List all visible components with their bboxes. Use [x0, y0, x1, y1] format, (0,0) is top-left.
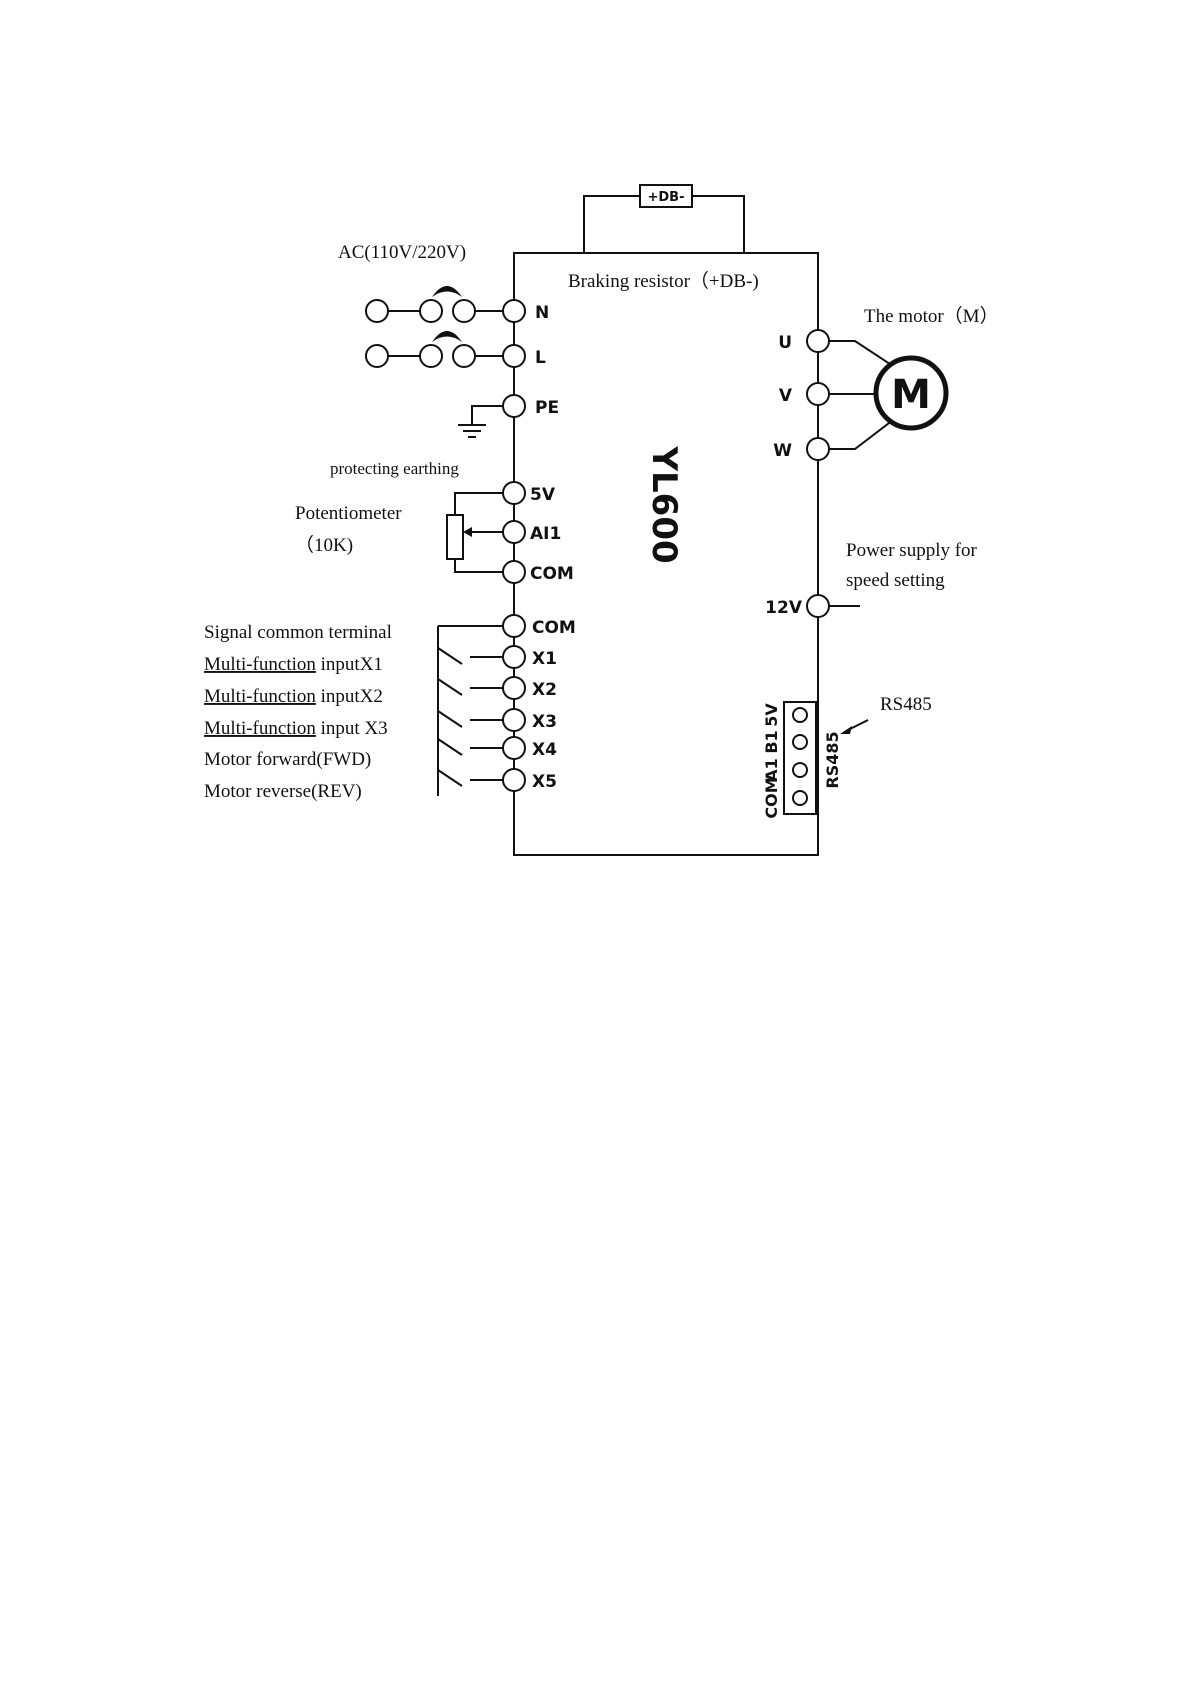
terminal-x3: X3 [502, 708, 557, 732]
signal-common-label: Signal common terminal [204, 622, 392, 643]
rs485-label: RS485 [880, 694, 932, 715]
svg-text:L: L [535, 348, 546, 368]
terminal-12v: 12V [765, 594, 860, 618]
svg-text:X5: X5 [532, 772, 557, 792]
braking-resistor-label: Braking resistor（+DB-) [568, 270, 759, 292]
rs485-pin-b1: B1 [762, 730, 781, 753]
braking-resistor: +DB- [583, 184, 745, 253]
ac-switch-n [365, 286, 503, 323]
db-box-label: +DB- [648, 190, 685, 205]
ac-supply-label: AC(110V/220V) [338, 242, 466, 263]
rs485-connector [783, 701, 817, 815]
motor-reverse-label: Motor reverse(REV) [204, 781, 362, 802]
switch-x4 [437, 738, 503, 756]
svg-text:V: V [779, 386, 793, 406]
power-supply-label-line1: Power supply for [846, 540, 978, 561]
svg-text:X3: X3 [532, 712, 557, 732]
terminal-x4: X4 [502, 736, 557, 760]
terminal-5v: 5V [502, 481, 556, 505]
switch-x1 [437, 647, 503, 665]
switch-x3 [437, 710, 503, 728]
rs485-block-label: RS485 [823, 731, 842, 788]
terminal-v: V [779, 382, 830, 406]
rs485-arrow [840, 719, 869, 734]
terminal-x2: X2 [502, 676, 557, 700]
terminal-com-signal: COM [502, 614, 576, 638]
input-x3-label: Multi-function input X3 [204, 718, 388, 739]
motor-forward-label: Motor forward(FWD) [204, 749, 371, 770]
switch-x5 [437, 769, 503, 787]
motor-label: The motor（M） [864, 305, 999, 327]
terminal-com-analog: COM [502, 560, 574, 584]
svg-text:U: U [778, 333, 792, 353]
rs485-pin-a1: A1 [762, 758, 781, 782]
terminal-u: U [778, 329, 830, 353]
terminal-n: N [502, 299, 549, 323]
svg-text:5V: 5V [530, 485, 556, 505]
protecting-earthing-label: protecting earthing [330, 459, 459, 478]
terminal-w: W [773, 437, 830, 461]
input-x2-label: Multi-function inputX2 [204, 686, 383, 707]
svg-text:X4: X4 [532, 740, 557, 760]
rs485-pin-com: COM [762, 777, 781, 818]
svg-text:M: M [891, 372, 931, 418]
input-x1-label: Multi-function inputX1 [204, 654, 383, 675]
power-supply-label-line2: speed setting [846, 570, 945, 591]
rs485-pin-5v: 5V [762, 703, 781, 727]
switch-x2 [437, 678, 503, 696]
motor-symbol: M [873, 355, 949, 431]
svg-text:COM: COM [530, 564, 574, 584]
svg-text:COM: COM [532, 618, 576, 638]
terminal-x5: X5 [502, 768, 557, 792]
model-label: YL600 [644, 445, 684, 563]
motor-wiring [829, 340, 894, 450]
potentiometer [446, 492, 503, 573]
potentiometer-value-label: （10K) [295, 534, 353, 556]
svg-text:PE: PE [535, 398, 559, 418]
svg-text:W: W [773, 441, 792, 461]
svg-text:X2: X2 [532, 680, 557, 700]
terminal-x1: X1 [502, 645, 557, 669]
terminal-pe: PE [458, 394, 559, 438]
terminal-l: L [502, 344, 546, 368]
svg-text:N: N [535, 303, 549, 323]
svg-text:AI1: AI1 [530, 524, 561, 544]
svg-text:12V: 12V [765, 598, 803, 618]
terminal-ai1: AI1 [502, 520, 561, 544]
svg-text:X1: X1 [532, 649, 557, 669]
potentiometer-label: Potentiometer [295, 503, 402, 524]
ac-switch-l [365, 331, 503, 368]
controller-body [513, 252, 819, 856]
